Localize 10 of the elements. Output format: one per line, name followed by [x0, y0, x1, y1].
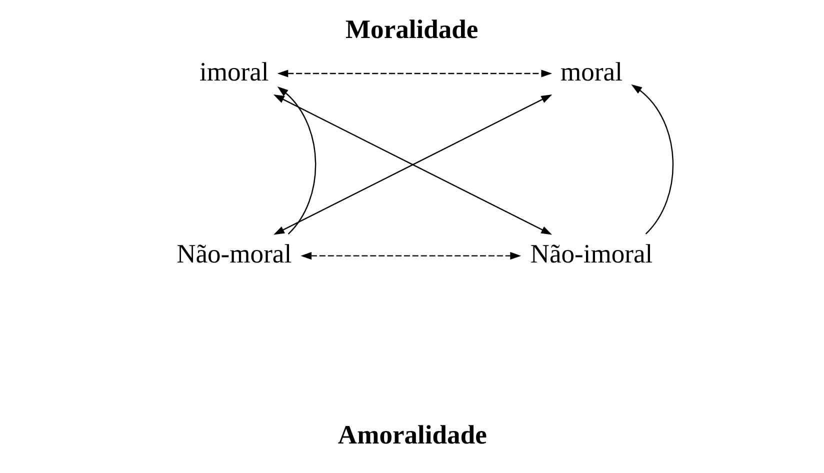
arrow — [276, 70, 552, 78]
arrow — [276, 86, 316, 234]
diagram-title: Moralidade — [344, 14, 478, 44]
node-text: moral — [560, 56, 622, 86]
node-text: imoral — [198, 56, 268, 86]
node-text: Não-imoral — [530, 238, 652, 269]
arrow — [300, 252, 521, 260]
caption: Amoralidade — [337, 420, 486, 450]
node-text: Não-moral — [176, 238, 292, 269]
arrow — [630, 84, 673, 234]
